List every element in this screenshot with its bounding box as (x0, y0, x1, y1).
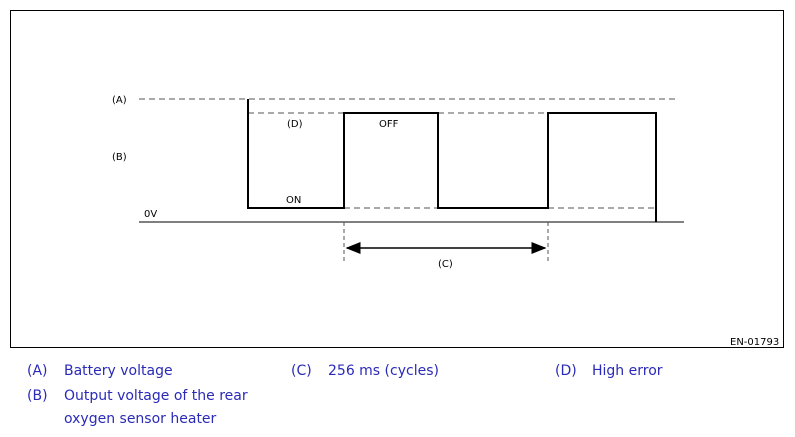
sensor-heater-waveform (247, 99, 657, 222)
label-on: ON (286, 195, 301, 206)
label-off: OFF (379, 119, 399, 130)
legend-key-b: (B) (27, 388, 48, 404)
waveform-diagram: (A) (B) (D) OFF ON 0V (C) EN-01793 (10, 10, 784, 348)
waveform-svg: (A) (B) (D) OFF ON 0V (C) EN-01793 (112, 95, 779, 348)
legend-text-c: 256 ms (cycles) (328, 363, 439, 379)
legend-text-d: High error (592, 363, 663, 379)
legend-text-b-line2: oxygen sensor heater (64, 411, 217, 427)
legend-item-d: (D) High error (555, 363, 663, 379)
figure-code: EN-01793 (730, 337, 779, 348)
label-zero-volt: 0V (144, 209, 157, 220)
legend-text-b-line1: Output voltage of the rear (64, 388, 248, 404)
label-b: (B) (112, 152, 127, 163)
legend-item-a: (A) Battery voltage (27, 363, 173, 379)
label-d: (D) (287, 119, 303, 130)
legend-text-a: Battery voltage (64, 363, 173, 379)
legend-item-c: (C) 256 ms (cycles) (291, 363, 439, 379)
legend-item-b: (B) Output voltage of the rear oxygen se… (27, 388, 248, 427)
label-a: (A) (112, 95, 127, 106)
label-c: (C) (438, 259, 453, 270)
legend-key-c: (C) (291, 363, 312, 379)
legend-key-a: (A) (27, 363, 48, 379)
legend-key-d: (D) (555, 363, 577, 379)
